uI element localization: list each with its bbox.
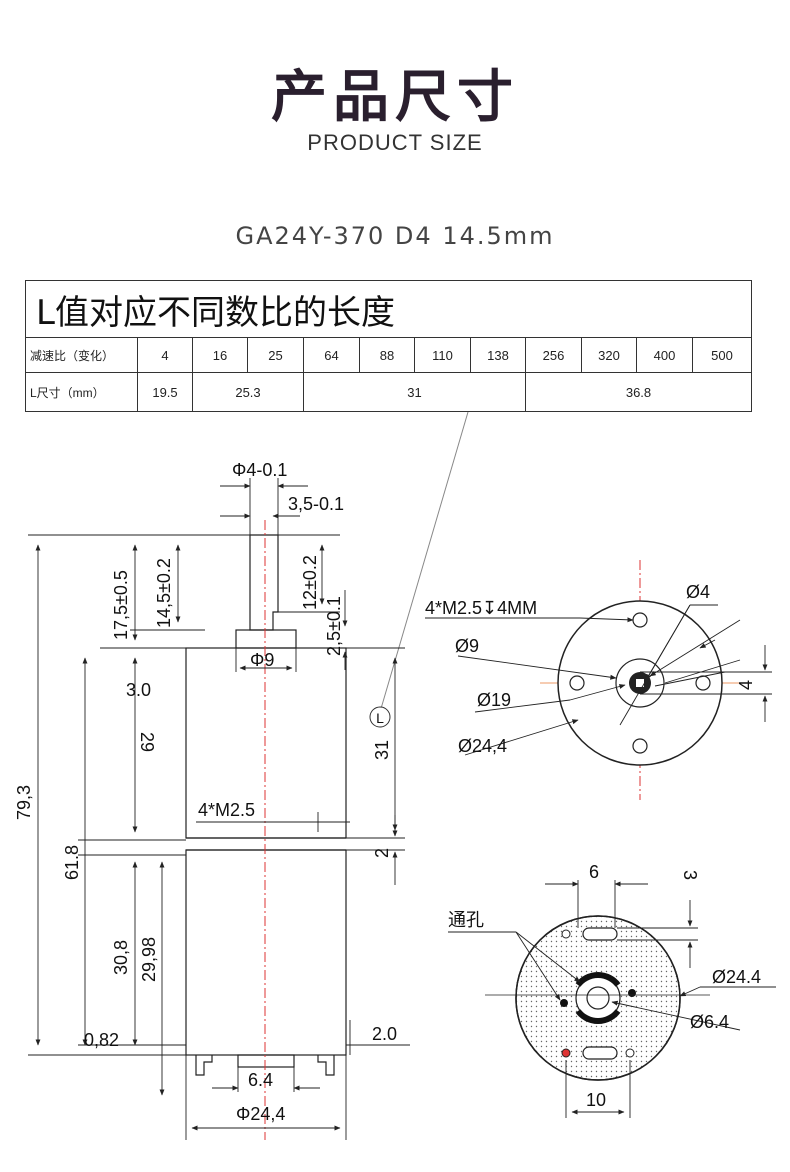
page-title: 产品尺寸 (271, 65, 519, 130)
front-d24-label: Ø24,4 (458, 736, 507, 756)
rear-d6-label: Ø6.4 (690, 1012, 729, 1032)
length-cell: 25.3 (192, 372, 304, 412)
boss-circle (615, 658, 665, 708)
flat-label: 3,5-0.1 (288, 494, 344, 514)
length-cell: 19.5 (137, 372, 193, 412)
l-marker-circle (369, 706, 391, 728)
front-screw-label: 4*M2.5↧4MM (425, 598, 537, 618)
mount-hole-top (632, 612, 648, 628)
ratio-cell: 400 (636, 337, 693, 373)
front-d19-label: Ø19 (477, 690, 511, 710)
len-17-5-label: 17,5±0.5 (111, 570, 131, 640)
mount-hole-bottom (632, 738, 648, 754)
ratio-cell: 64 (303, 337, 360, 373)
rear-dim-10-label: 10 (586, 1090, 606, 1110)
length-cell: 31 (303, 372, 526, 412)
side-view (185, 534, 347, 1076)
model-number: GA24Y-370 D4 14.5mm (235, 222, 555, 250)
l-leader-line (379, 411, 469, 713)
rear-dim-6-label: 6 (589, 862, 599, 882)
ratio-cell: 320 (581, 337, 637, 373)
dim-2-0-label: 2.0 (372, 1024, 397, 1044)
mount-hole-right (695, 675, 711, 691)
rear-dimension-lines (448, 880, 776, 1118)
ratio-cell: 110 (414, 337, 471, 373)
motor-body (185, 849, 347, 1056)
terminal-slot-bottom (582, 1046, 618, 1060)
front-dimension-lines (425, 604, 772, 756)
dim-29-98-label: 29,98 (139, 937, 159, 982)
length-cell: 36.8 (524, 372, 753, 412)
ratio-label: 减速比（变化） (25, 337, 138, 373)
dim-0-82-label: 0,82 (84, 1030, 119, 1050)
front-view (540, 560, 740, 800)
terminal-slot-top (582, 927, 618, 941)
front-d9-label: Ø9 (455, 636, 479, 656)
len-12-label: 12±0.2 (300, 555, 320, 610)
dim-30-8-label: 30,8 (111, 940, 131, 975)
dim-29-label: 29 (137, 732, 157, 752)
rear-bearing (586, 986, 610, 1010)
ratio-cell: 256 (525, 337, 582, 373)
rear-dim-3-label: 3 (680, 870, 700, 880)
shaft-boss (235, 629, 297, 649)
terminal-right (317, 1055, 335, 1076)
ratio-cell: 138 (470, 337, 526, 373)
boss-dia-label: Φ9 (250, 650, 274, 670)
table-caption: L值对应不同数比的长度 (24, 280, 753, 338)
rear-view (485, 915, 710, 1081)
len-14-5-label: 14,5±0.2 (154, 558, 174, 628)
length-table: L值对应不同数比的长度 减速比（变化） 4 16 25 64 88 110 13… (24, 280, 753, 412)
ratio-row: 减速比（变化） 4 16 25 64 88 110 138 256 320 40… (25, 337, 753, 373)
dim-61-8-label: 61.8 (62, 845, 82, 880)
length-row: L尺寸（mm） 19.5 25.3 31 36.8 (25, 372, 753, 412)
polarity-mark (561, 1048, 571, 1058)
front-dim-4-label: 4 (736, 680, 756, 690)
body-dia-label: Φ24,4 (236, 1104, 285, 1124)
dim-2-label: 2 (372, 848, 392, 858)
mount-hole-left (569, 675, 585, 691)
page-subtitle: PRODUCT SIZE (307, 130, 483, 155)
total-length-label: 79,3 (14, 785, 34, 820)
front-d4-label: Ø4 (686, 582, 710, 602)
dim-6-4-label: 6.4 (248, 1070, 273, 1090)
terminal-left (195, 1055, 213, 1076)
ratio-cell: 16 (192, 337, 248, 373)
side-dimension-lines (28, 478, 410, 1140)
rear-d24-label: Ø24.4 (712, 967, 761, 987)
len-2-5-label: 2,5±0.1 (324, 596, 344, 656)
through-hole-label: 通孔 (448, 910, 484, 930)
l-marker: L (376, 710, 384, 726)
screw-label: 4*M2.5 (198, 800, 255, 820)
dim-31-label: 31 (372, 740, 392, 760)
shaft-dia-label: Φ4-0.1 (232, 460, 287, 480)
output-shaft (249, 534, 279, 631)
dim-3-0-label: 3.0 (126, 680, 151, 700)
